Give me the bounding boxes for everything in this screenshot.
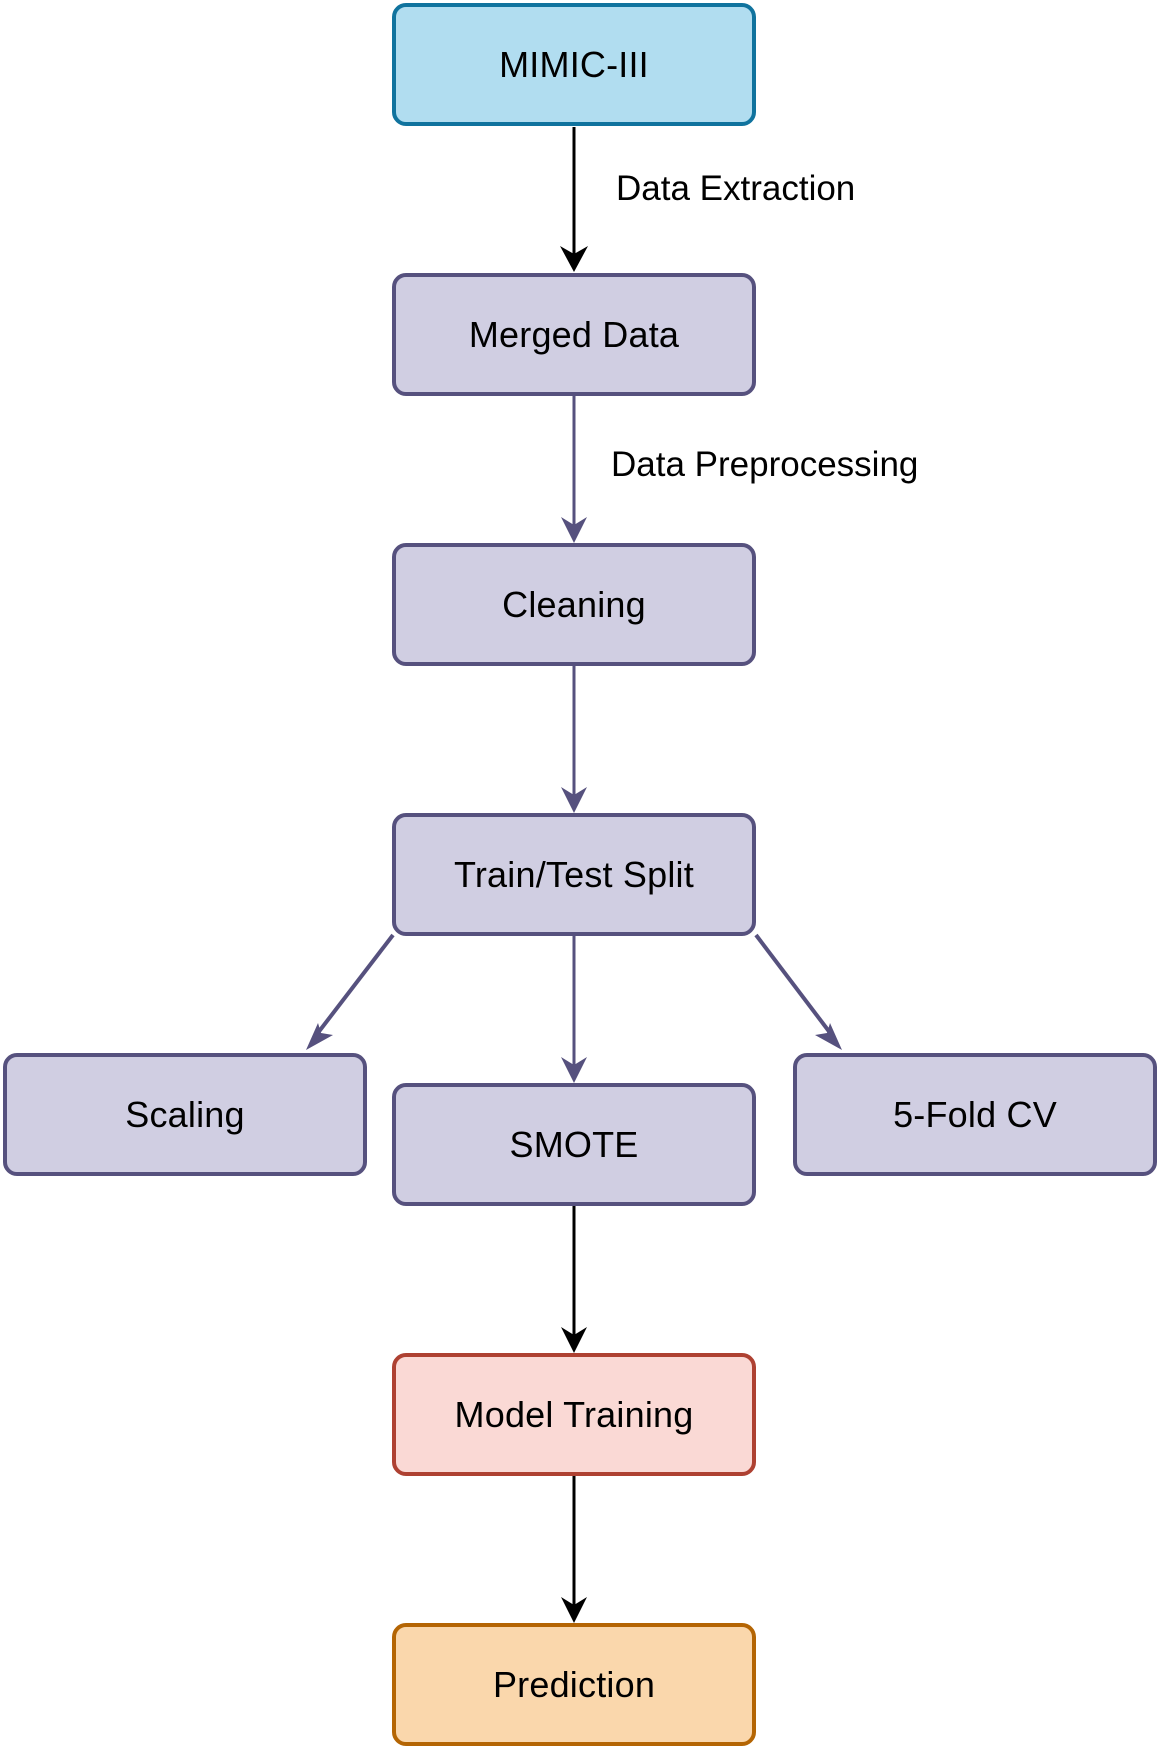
node-prediction-label: Prediction bbox=[492, 1663, 656, 1705]
node-merged-data: Merged Data bbox=[392, 273, 756, 396]
arrow-split-to-smote bbox=[561, 936, 587, 1083]
node-prediction: Prediction bbox=[392, 1623, 756, 1746]
edge-label-data-preprocessing: Data Preprocessing bbox=[611, 445, 919, 484]
node-5-fold-cv: 5-Fold CV bbox=[793, 1053, 1157, 1176]
node-train-test-split-label: Train/Test Split bbox=[454, 853, 694, 895]
arrow-split-to-cv bbox=[754, 933, 842, 1050]
node-cleaning-label: Cleaning bbox=[502, 583, 646, 625]
node-smote: SMOTE bbox=[392, 1083, 756, 1206]
arrow-merged-to-cleaning bbox=[561, 396, 587, 543]
arrow-smote-to-training bbox=[561, 1206, 587, 1353]
node-merged-data-label: Merged Data bbox=[468, 313, 680, 355]
edge-label-data-extraction: Data Extraction bbox=[616, 169, 856, 208]
node-scaling: Scaling bbox=[3, 1053, 367, 1176]
node-train-test-split: Train/Test Split bbox=[392, 813, 756, 936]
node-scaling-label: Scaling bbox=[125, 1093, 245, 1135]
node-cleaning: Cleaning bbox=[392, 543, 756, 666]
node-smote-label: SMOTE bbox=[509, 1123, 639, 1165]
node-model-training-label: Model Training bbox=[454, 1393, 694, 1435]
node-5-fold-cv-label: 5-Fold CV bbox=[893, 1093, 1057, 1135]
arrow-mimic-to-merged bbox=[560, 127, 588, 272]
node-mimic-iii: MIMIC-III bbox=[392, 3, 756, 126]
arrow-training-to-prediction bbox=[561, 1476, 587, 1623]
arrow-split-to-scaling bbox=[306, 933, 395, 1050]
node-mimic-iii-label: MIMIC-III bbox=[499, 43, 649, 85]
arrow-cleaning-to-split bbox=[561, 666, 587, 813]
node-model-training: Model Training bbox=[392, 1353, 756, 1476]
